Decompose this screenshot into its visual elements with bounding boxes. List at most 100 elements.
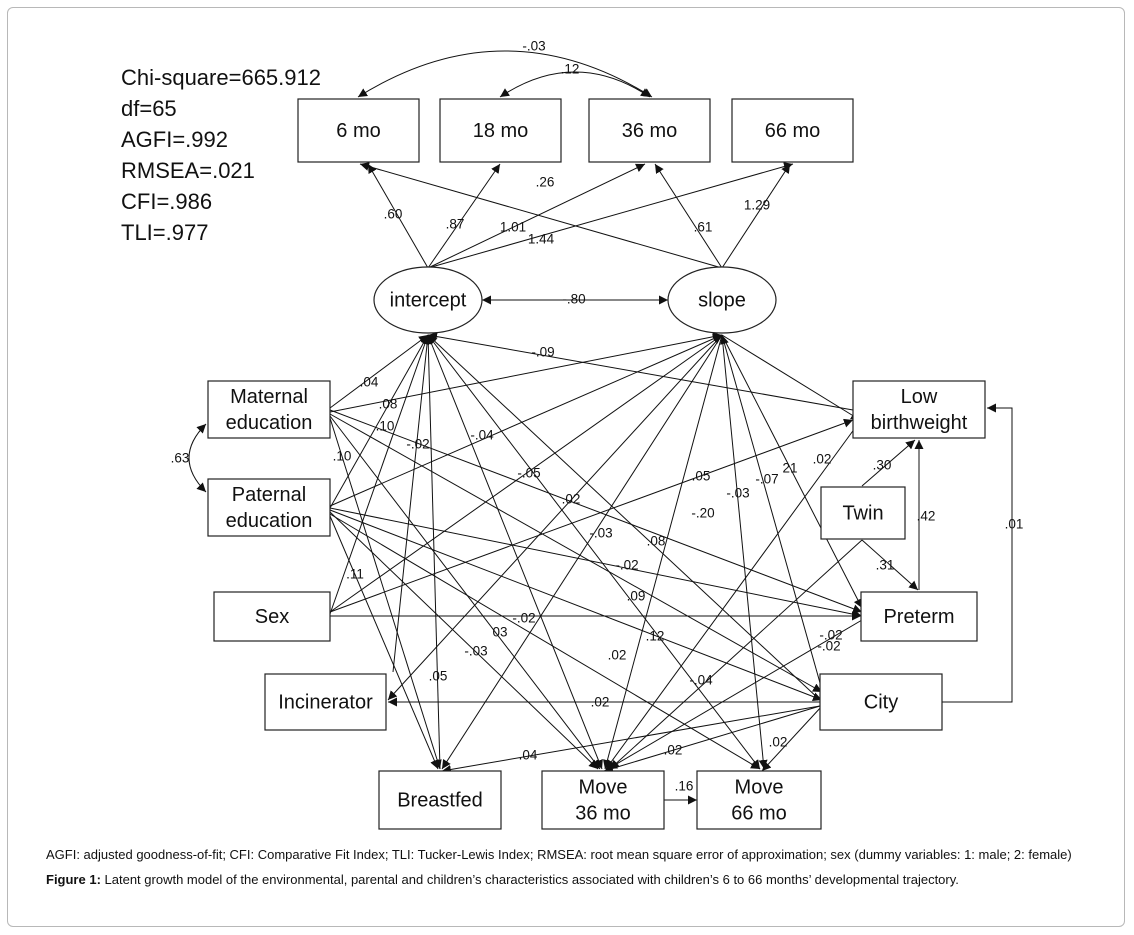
fit-stat-line: df=65 [121,96,177,121]
node-move66-label-1: 66 mo [731,802,787,824]
coefficient-label: .10 [333,449,352,464]
coefficient-label: .42 [917,509,936,524]
coefficient-label: .02 [608,648,627,663]
coefficient-label: 1.44 [528,232,555,247]
coefficient-label: .26 [536,175,555,190]
node-intercept: intercept [373,266,483,334]
node-city: City [819,673,943,731]
fit-stat-line: CFI=.986 [121,189,212,214]
coefficient-label: .12 [646,629,665,644]
coefficient-label: .11 [346,567,364,582]
coefficient-label: .10 [376,419,395,434]
diagram-nodes: 6 mo 18 mo 36 mo 66 mo intercept slopeMaterna… [207,98,986,830]
edge-cov-6mo-36mo [357,50,653,98]
edge-cov-18mo-36mo [499,71,651,98]
coefficient-label: -.02 [615,558,638,573]
coefficient-label: .87 [446,217,465,232]
edge-twin-lowbw [861,439,916,487]
coefficient-label: .02 [591,695,610,710]
node-preterm-box [860,591,978,642]
coefficient-label: -.09 [531,345,554,360]
node-twin-label-0: Twin [842,502,883,524]
node-slope-ellipse [667,266,777,334]
node-twin-box [820,486,906,540]
edge-sex-lowbw [329,418,854,613]
node-mo66: 66 mo [731,98,854,163]
coefficient-label: .09 [627,589,646,604]
node-mo6-label-0: 6 mo [336,120,380,142]
edge-mat-city [329,413,823,693]
figure-caption-block: AGFI: adjusted goodness-of-fit; CFI: Com… [46,846,1106,888]
edge-breast-int [423,334,441,770]
edge-city-breast [441,705,821,774]
edge-sex-slope [329,334,723,613]
coefficient-label: -.03 [464,644,487,659]
coefficient-label: -.02 [819,628,842,643]
edge-city-move36 [603,705,821,773]
edge-slope-6mo [359,162,723,269]
coefficient-label: .05 [429,669,448,684]
fit-stat-line: RMSEA=.021 [121,158,255,183]
node-mo66-box [731,98,854,163]
edge-slope-lowbw [721,334,861,421]
edge-int-6mo [367,163,429,269]
coefficient-label: .31 [876,558,895,573]
coefficient-label: .61 [694,220,713,235]
node-move36: Move 36 mo [541,770,665,830]
node-twin: Twin [820,486,906,540]
edge-slope-66mo [721,163,791,269]
node-slope: slope [667,266,777,334]
node-paternal-label-1: education [226,510,313,532]
node-move66-box [696,770,822,830]
node-city-box [819,673,943,731]
coefficient-label: .02 [769,735,788,750]
edge-slope-inc [387,334,723,701]
edge-twin-preterm [861,539,919,591]
fit-statistics: Chi-square=665.912df=65AGFI=.992RMSEA=.0… [121,65,321,245]
coefficient-label: 03 [492,625,507,640]
coefficient-label: 21 [782,461,797,476]
edge-slope-36mo [654,163,723,269]
node-mo18: 18 mo [439,98,562,163]
node-incinerator-box [264,673,387,731]
coefficient-label: -.03 [522,39,545,54]
node-preterm: Preterm [860,591,978,642]
coefficient-label: -.02 [406,437,429,452]
edge-pat-preterm [329,507,863,619]
coefficient-label: .63 [171,451,190,466]
figure-label: Figure 1: [46,872,101,887]
edge-cov-mat-pat [188,423,207,493]
node-move36-label-0: Move [579,776,628,798]
edge-slope-preterm [721,334,863,609]
node-mo6-box [297,98,420,163]
edge-city-int [427,334,821,701]
node-preterm-label-0: Preterm [883,606,954,628]
coefficient-label: .02 [664,743,683,758]
path-diagram: Chi-square=665.912df=65AGFI=.992RMSEA=.0… [121,39,1024,830]
edge-city-move66 [761,705,823,772]
node-lowbw-label-0: Low [901,386,938,408]
edge-slope-breast [441,334,723,770]
coefficient-label: .05 [692,469,711,484]
node-move36-label-1: 36 mo [575,802,631,824]
edge-int-36mo [427,163,646,269]
coefficient-label: 1.01 [500,220,526,235]
edge-int-move66 [427,334,761,770]
edge-pat-int [329,334,429,509]
coefficient-label: .30 [873,458,892,473]
coefficient-label: -.03 [589,526,612,541]
coefficient-label: .02 [562,492,581,507]
edge-inc-int [392,334,432,673]
edge-pat-city [329,509,823,701]
node-paternal-box [207,478,331,537]
node-slope-label-0: slope [698,289,746,311]
node-maternal-label-1: education [226,412,313,434]
edge-lowbw-move36 [605,427,856,770]
edge-sex-int [329,334,430,615]
node-mo66-label-0: 66 mo [765,120,821,142]
